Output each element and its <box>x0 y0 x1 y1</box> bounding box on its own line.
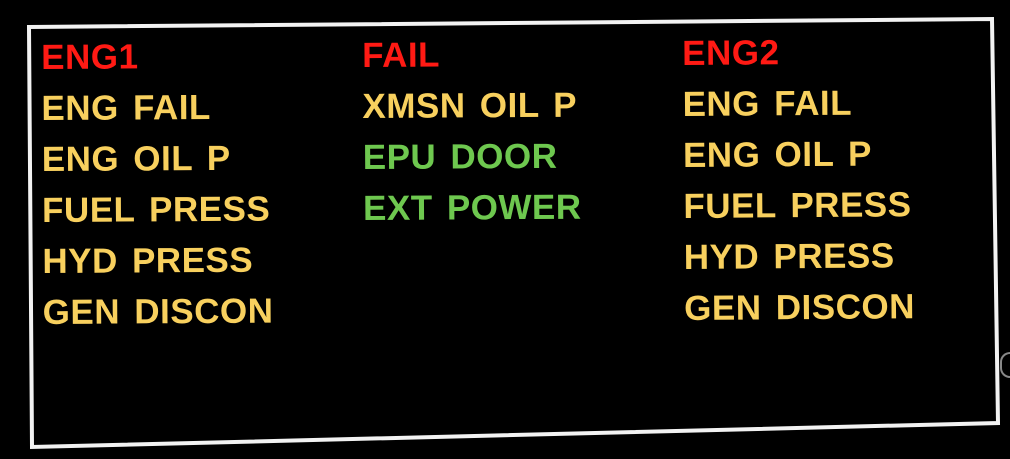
eng2-fuel-press-caution: FUEL PRESS <box>683 185 912 226</box>
fail-header: FAIL <box>362 35 441 75</box>
eng1-fuel-press-caution: FUEL PRESS <box>41 189 271 230</box>
epu-door-advisory: EPU DOOR <box>362 136 558 177</box>
eng1-gen-discon-caution: GEN DISCON <box>42 291 274 332</box>
eng2-header: ENG2 <box>682 33 780 73</box>
eng1-hyd-press-caution: HYD PRESS <box>42 240 254 281</box>
eng1-column: ENG1 ENG FAIL ENG OIL P FUEL PRESS HYD P… <box>41 31 274 338</box>
edge-fragment <box>1000 352 1010 378</box>
xmsn-oil-p-caution: XMSN OIL P <box>362 85 578 126</box>
eng2-gen-discon-caution: GEN DISCON <box>684 287 916 328</box>
eng1-eng-oil-p-caution: ENG OIL P <box>41 138 231 179</box>
eng1-eng-fail-caution: ENG FAIL <box>41 87 211 128</box>
eng2-eng-oil-p-caution: ENG OIL P <box>682 134 872 175</box>
eng1-header: ENG1 <box>41 37 139 77</box>
eng2-column: ENG2 ENG FAIL ENG OIL P FUEL PRESS HYD P… <box>682 26 915 334</box>
center-column: FAIL XMSN OIL P EPU DOOR EXT POWER <box>362 29 582 234</box>
ext-power-advisory: EXT POWER <box>362 187 582 228</box>
eng2-hyd-press-caution: HYD PRESS <box>683 236 895 277</box>
eng2-eng-fail-caution: ENG FAIL <box>682 83 853 124</box>
